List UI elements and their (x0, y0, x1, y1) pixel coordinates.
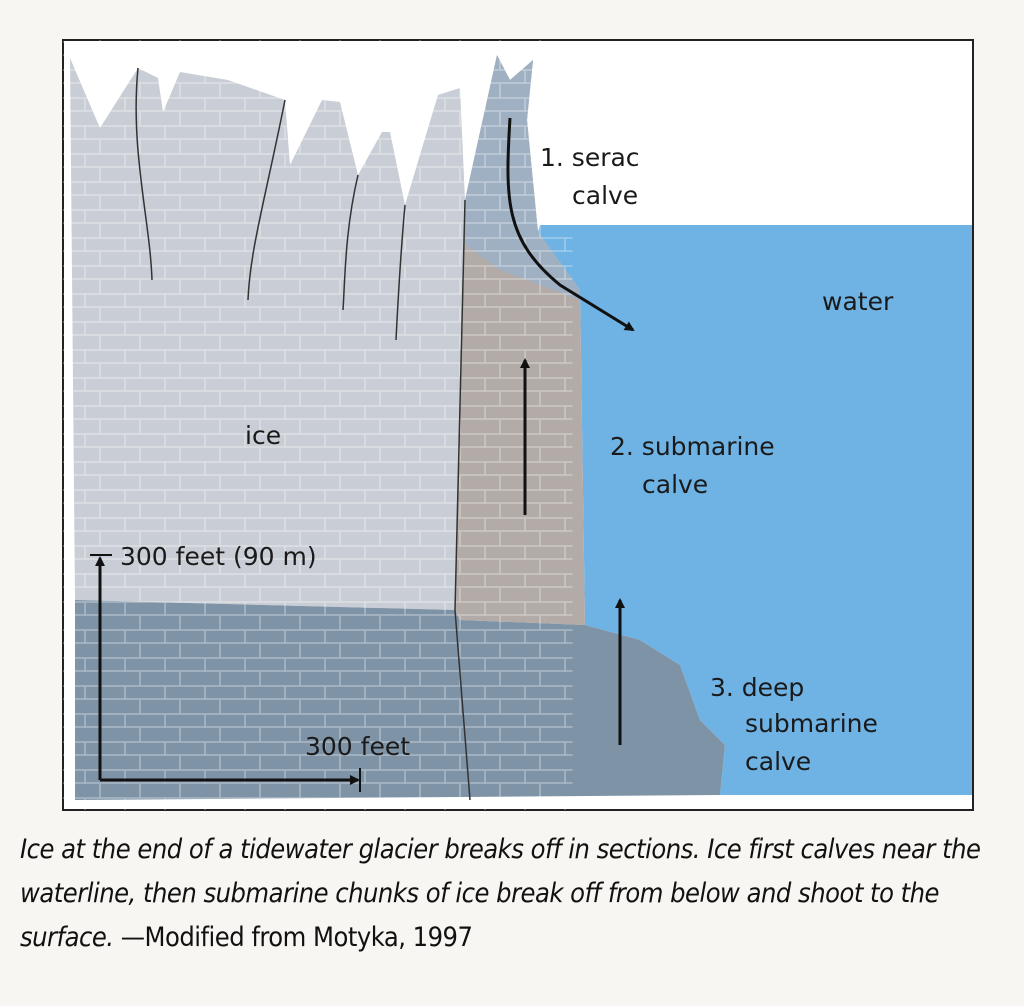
label-deep-3: calve (745, 747, 811, 776)
label-water: water (822, 287, 894, 316)
label-serac-2: calve (572, 181, 638, 210)
serac-calve-arrow (506, 117, 635, 332)
crevasse-lines (135, 67, 471, 801)
label-ice: ice (245, 421, 281, 450)
label-submarine-1: 2. submarine (610, 432, 775, 461)
caption-source: —Modified from Motyka, 1997 (120, 922, 473, 953)
label-submarine-2: calve (642, 470, 708, 499)
label-deep-2: submarine (745, 709, 878, 738)
label-serac-1: 1. serac (540, 143, 640, 172)
label-scale-horizontal: 300 feet (305, 732, 410, 761)
label-deep-1: 3. deep (710, 673, 804, 702)
caption-text: Ice at the end of a tidewater glacier br… (20, 834, 981, 953)
label-scale-vertical: 300 feet (90 m) (120, 542, 317, 571)
figure-caption: Ice at the end of a tidewater glacier br… (20, 828, 1020, 960)
glacier-calving-diagram: 1. serac calve water ice 2. submarine ca… (62, 39, 974, 811)
